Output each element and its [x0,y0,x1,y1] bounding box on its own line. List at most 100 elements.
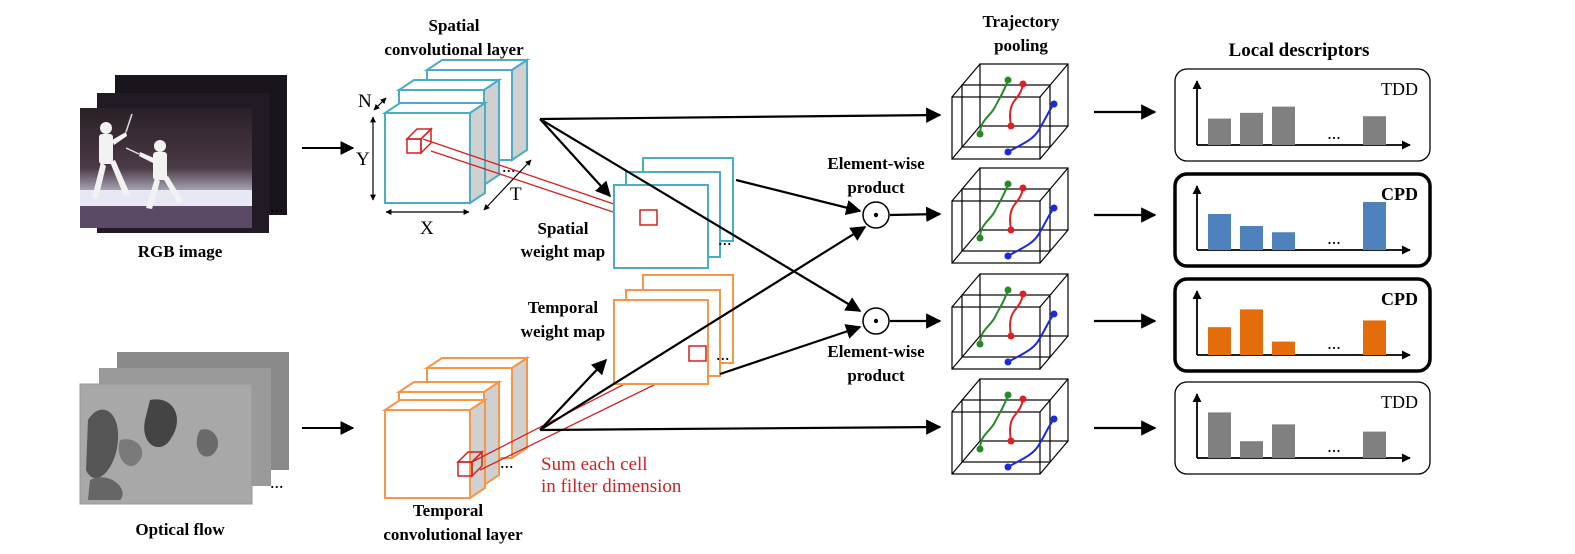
spatial-to-weightmap-arrow [539,118,612,198]
axis-x-label: X [420,218,434,239]
trajectory-green-curve [979,394,1009,450]
spatial-weight-ellipsis: ... [718,229,732,249]
trajectory-block-3 [951,273,1069,370]
trajectory-blue-start-dot [1004,358,1012,366]
descriptor-bar [1272,106,1295,145]
rgb-frame-front [80,108,252,228]
descriptor-bar [1240,112,1263,145]
trajectory-blue-curve [1007,418,1055,468]
sum-note-line1: Sum each cell [541,454,648,475]
trajectory-blue-end-dot [1050,100,1058,108]
axis-y-label: Y [356,149,370,170]
spatial-conv-layer [381,58,531,205]
rgb-stack-ellipsis: ... [270,196,284,216]
local-descriptors-title: Local descriptors [1229,40,1370,61]
optical-flow-stack: ... [79,352,289,505]
trajectory-green-curve [979,183,1009,239]
product-top-to-traj2-arrow [889,206,942,222]
descriptor-bar [1208,327,1231,355]
temporalweight-to-product-bottom-arrow [719,324,862,376]
trajectory-blue-start-dot [1004,252,1012,260]
descriptor-bar [1208,214,1231,250]
spatial-conv-label-line2: convolutional layer [384,40,524,59]
elementwise-top-label-line2: product [847,178,905,197]
trajectory-blue-end-dot [1050,310,1058,318]
trajectory-red-start-dot [1007,437,1015,445]
descriptor-box-1: TDD... [1174,68,1431,162]
trajectory-green-end-dot [1004,391,1012,399]
temporal-conv-label-line1: Temporal [413,501,483,520]
trajectory-red-start-dot [1007,332,1015,340]
descriptor-box-2: CPD... [1173,172,1432,268]
trajectory-green-curve [979,289,1009,345]
descriptor-box-4: TDD... [1174,381,1431,475]
temporal-weight-label-line1: Temporal [528,298,598,317]
spatial-weight-label-line2: weight map [521,242,606,261]
trajectory-green-start-dot [976,130,984,138]
spatialweight-to-product-top-arrow [735,178,862,216]
trajectory-blue-start-dot [1004,463,1012,471]
trajectory-block-2 [951,167,1069,264]
trajectory-green-start-dot [976,234,984,242]
temporal-to-weightmap-arrow [539,358,608,431]
temporal-to-traj4-arrow [539,419,942,435]
spatial-conv-label-line1: Spatial [428,16,479,35]
descriptor-bar [1240,226,1263,250]
trajectory-green-curve [979,79,1009,135]
descriptor-name: TDD [1381,392,1418,412]
trajectory-blue-end-dot [1050,415,1058,423]
trajectory-red-start-dot [1007,226,1015,234]
trajectory-red-end-dot [1019,184,1027,192]
spatial-red-line-b [430,150,650,225]
descriptor-name: CPD [1381,289,1418,309]
descriptor-ellipsis: ... [1327,228,1341,248]
axis-n-label: N [358,91,372,112]
descriptor-name: TDD [1381,79,1418,99]
rgb-image-stack: ... [80,75,287,233]
trajectory-blue-curve [1007,103,1055,153]
trajectory-green-end-dot [1004,76,1012,84]
spatial-weight-map [613,157,734,269]
temporal-weight-red-cell [688,345,707,362]
spatial-to-product-bottom-arrow [539,118,862,312]
trajectory-green-end-dot [1004,286,1012,294]
optical-flow-frame-front [79,383,253,505]
descriptor-bar [1208,412,1231,458]
elementwise-bottom-label-line2: product [847,366,905,385]
sum-note-line2: in filter dimension [541,476,682,497]
descriptor-bar [1272,341,1295,355]
descriptor-bar [1272,232,1295,250]
elementwise-product-bottom-node [862,307,890,335]
trajectory-pooling-blocks [951,63,1069,475]
trajectory-block-4 [951,378,1069,475]
temporal-weight-map [613,274,734,385]
temporal-conv-label-line2: convolutional layer [383,525,523,544]
elementwise-bottom-label-line1: Element-wise [827,342,925,361]
spatial-weight-label-line1: Spatial [537,219,588,238]
t-axis-arrow [483,159,532,211]
descriptor-bar [1363,431,1386,458]
trajectory-red-curve [1009,293,1024,337]
descriptor-bar [1272,424,1295,458]
trajectory-pooling-label-line2: pooling [994,36,1048,55]
descriptor-ellipsis: ... [1327,333,1341,353]
spatial-to-traj1-arrow [539,107,942,123]
trajectory-red-end-dot [1019,395,1027,403]
descriptor-bar [1363,116,1386,145]
descriptor-bar [1363,202,1386,250]
flow-stack-ellipsis: ... [270,472,284,492]
temporal-conv-red-cell [456,450,484,478]
trajectory-block-1 [951,63,1069,160]
n-axis-arrow [373,97,387,111]
trajectory-blue-curve [1007,207,1055,257]
trajectory-red-curve [1009,187,1024,231]
trajectory-blue-end-dot [1050,204,1058,212]
spatial-conv-red-cell [405,127,433,155]
descriptor-ellipsis: ... [1327,123,1341,143]
trajectory-green-start-dot [976,445,984,453]
temporal-weight-ellipsis: ... [716,344,730,364]
elementwise-top-label-line1: Element-wise [827,154,925,173]
local-descriptors-panel: TDD...CPD...CPD...TDD... [1173,68,1432,475]
descriptor-bar [1240,309,1263,355]
